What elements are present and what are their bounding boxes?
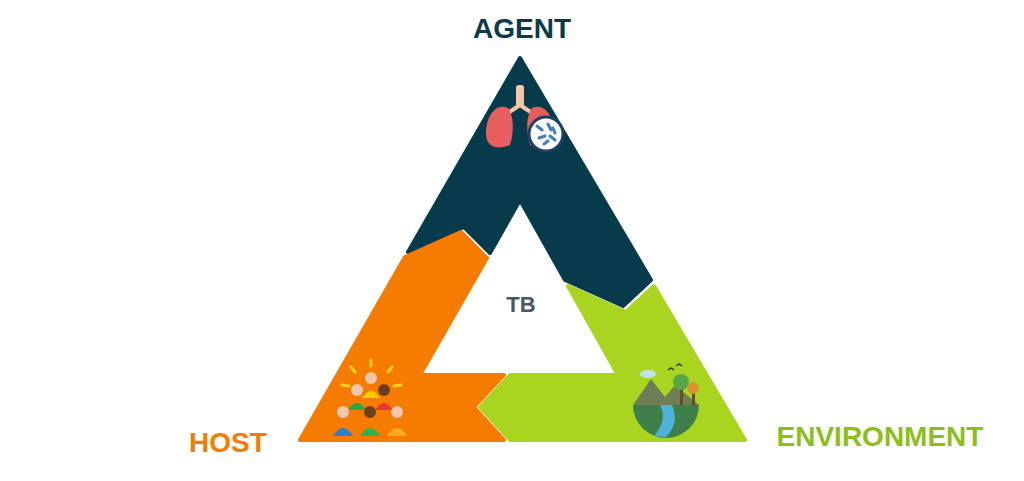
center-label: TB [506, 293, 535, 317]
environment-arrow [480, 286, 745, 440]
host-arrow [300, 232, 504, 440]
people-icon [333, 360, 407, 436]
agent-label: AGENT [473, 14, 571, 45]
landscape-icon [633, 364, 699, 438]
lungs-icon [486, 85, 563, 151]
host-label: HOST [189, 428, 267, 459]
environment-label: ENVIRONMENT [777, 422, 984, 453]
